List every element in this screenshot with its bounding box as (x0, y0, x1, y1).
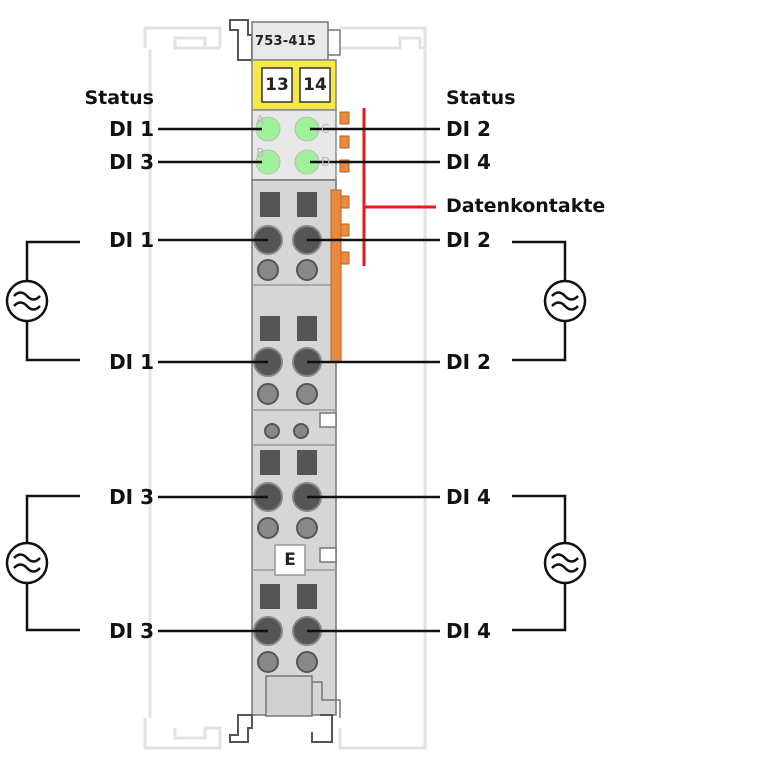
label-term-di3-a: DI 3 (109, 485, 154, 509)
ac-source-icon (5, 279, 49, 323)
wires (25, 127, 567, 633)
label-led-di3: DI 3 (109, 150, 154, 174)
label-term-di1-b: DI 1 (109, 350, 154, 374)
marker-box-13 (261, 67, 293, 103)
label-term-di2-a: DI 2 (446, 228, 491, 252)
data-contacts (330, 111, 350, 363)
label-term-di4-b: DI 4 (446, 619, 491, 643)
status-right-heading: Status (446, 87, 516, 109)
led-letter-c: C (321, 122, 330, 136)
label-led-di2: DI 2 (446, 117, 491, 141)
ac-source-icons (5, 279, 587, 585)
part-number: 753-415 (255, 34, 317, 49)
ac-source-icon (543, 541, 587, 585)
label-term-di1-a: DI 1 (109, 228, 154, 252)
label-led-di4: DI 4 (446, 150, 491, 174)
ac-source-icon (5, 541, 49, 585)
marker-box-14 (299, 67, 331, 103)
e-marker-label: E (284, 550, 296, 570)
label-term-di2-b: DI 2 (446, 350, 491, 374)
led-letter-a: A (256, 113, 265, 127)
marker-13-label: 13 (265, 75, 289, 95)
status-left-heading: Status (84, 87, 154, 109)
label-term-di4-a: DI 4 (446, 485, 491, 509)
datenkontakte-label: Datenkontakte (446, 195, 606, 217)
label-term-di3-b: DI 3 (109, 619, 154, 643)
label-led-di1: DI 1 (109, 117, 154, 141)
ac-source-icon (543, 279, 587, 323)
led-letter-b: B (256, 146, 265, 160)
led-letter-d: D (321, 155, 331, 169)
e-marker-box (274, 544, 306, 576)
marker-14-label: 14 (303, 75, 327, 95)
